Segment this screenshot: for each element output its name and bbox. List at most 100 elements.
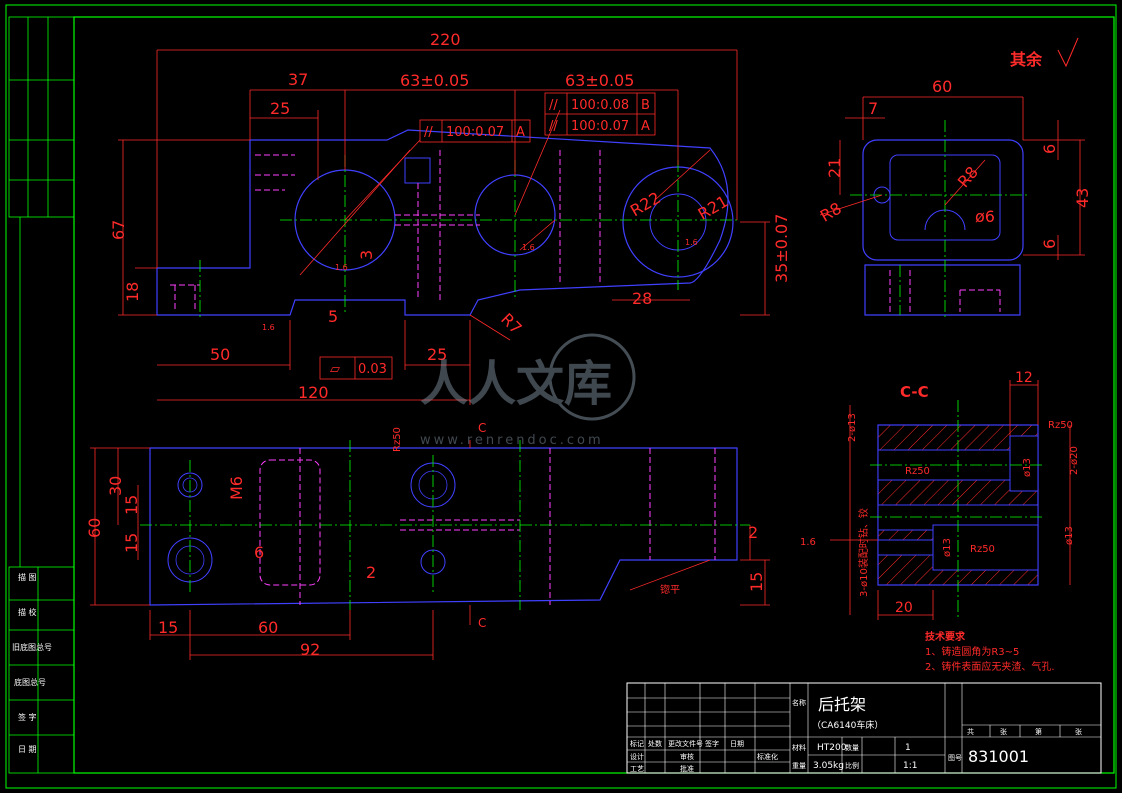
label-date: 日期 <box>730 740 744 748</box>
dim-3: 3 <box>357 250 376 260</box>
watermark: 人人文库 www.renrendoc.com <box>420 333 636 448</box>
label-sheet: 张 <box>1000 727 1007 736</box>
dim-120: 120 <box>298 383 329 402</box>
label-quantity: 数量 <box>845 743 859 752</box>
section-label: C-C <box>900 383 929 401</box>
label-approve: 批准 <box>680 764 694 773</box>
label-rev-mark: 标记 <box>630 739 644 748</box>
top-dim-60b: 60 <box>258 618 278 637</box>
drawing-number: 831001 <box>968 747 1029 766</box>
sec-phi13-c: ø13 <box>942 538 953 557</box>
side-dim-6a: 6 <box>1040 144 1059 154</box>
sec-drill-note: 3-ø10装配时钻、铰 <box>857 508 870 597</box>
top-dim-92: 92 <box>300 640 320 659</box>
side-dim-60: 60 <box>932 77 952 96</box>
sec-rz50-a: Rz50 <box>1048 420 1073 431</box>
margin-label-1: 描 校 <box>18 607 37 617</box>
label-check: 审核 <box>680 752 694 761</box>
tol-frame-4-sym: ▱ <box>330 362 340 377</box>
label-no-side: 图号 <box>948 754 962 762</box>
tol-frame-3-ref: A <box>641 119 650 134</box>
dim-18: 18 <box>123 282 142 302</box>
top-dim-60: 60 <box>85 518 104 538</box>
top-spot-face-note: 锪平 <box>660 583 680 596</box>
side-dim-phi6: ø6 <box>975 207 995 226</box>
side-dim-r8-left: R8 <box>817 199 845 226</box>
label-design: 设计 <box>630 752 644 761</box>
tol-frame-3-sym: // <box>549 119 558 134</box>
top-dim-2b: 2 <box>366 563 376 582</box>
section-cc: C-C 12 20 2-ø13 2-ø20 ø13 ø13 ø13 Rz50 R… <box>800 370 1080 620</box>
margin-label-2: 旧底图总号 <box>12 642 52 652</box>
watermark-brand: 人人文库 <box>420 356 612 412</box>
dim-63-a: 63±0.05 <box>400 71 469 90</box>
tech-requirements: 技术要求 1、铸造圆角为R3~5 2、铸件表面应无夹渣、气孔. <box>925 630 1055 673</box>
drawing-frame <box>73 16 1115 774</box>
top-dim-15a: 15 <box>122 495 141 515</box>
dim-67: 67 <box>109 220 128 240</box>
sec-dim-12: 12 <box>1015 370 1033 386</box>
roughness-front-2: 1.6 <box>335 263 348 272</box>
roughness-note: 其余 <box>1010 50 1043 69</box>
tech-req-item-2: 2、铸件表面应无夹渣、气孔. <box>925 660 1055 673</box>
tech-req-heading: 技术要求 <box>925 630 966 643</box>
side-dim-21: 21 <box>825 158 844 178</box>
label-rev-count: 处数 <box>648 739 662 748</box>
tech-req-item-1: 1、铸造圆角为R3~5 <box>925 645 1019 658</box>
front-view: 220 37 25 63±0.05 63±0.05 67 18 50 120 2… <box>109 30 791 405</box>
dim-35: 35±0.07 <box>772 214 791 283</box>
side-dim-43: 43 <box>1073 188 1092 208</box>
top-dim-30: 30 <box>106 476 125 496</box>
section-mark-top: C <box>478 421 486 435</box>
roughness-front-3: 1.6 <box>522 243 535 252</box>
sec-phi13-a: ø13 <box>1064 526 1075 545</box>
outer-border <box>5 4 1117 789</box>
dim-220: 220 <box>430 30 461 49</box>
label-rev-doc: 更改文件号 <box>668 739 703 748</box>
dim-r7: R7 <box>497 309 525 337</box>
tol-frame-2-ref: B <box>641 98 650 113</box>
margin-label-4: 签 字 <box>18 712 37 722</box>
label-material: 材料 <box>792 743 806 752</box>
label-name-side: 名称 <box>792 698 806 707</box>
scale-value: 1:1 <box>903 761 917 771</box>
sec-rz50-b: Rz50 <box>905 466 930 477</box>
top-dim-6: 6 <box>254 543 264 562</box>
label-weight: 重量 <box>792 762 806 770</box>
dim-63-b: 63±0.05 <box>565 71 634 90</box>
dim-25-bottom: 25 <box>427 345 447 364</box>
label-sheet-no: 第 <box>1035 727 1042 736</box>
label-scale: 比例 <box>845 761 859 770</box>
sec-2-phi13: 2-ø13 <box>847 413 858 442</box>
tol-frame-3-val: 100:0.07 <box>571 119 629 134</box>
label-sheet-total: 共 <box>967 727 974 736</box>
tol-frame-1-ref: A <box>516 125 525 140</box>
tol-frame-1-val: 100:0.07 <box>446 125 504 140</box>
top-dim-2: 2 <box>748 523 758 542</box>
label-process: 工艺 <box>630 765 644 773</box>
dim-37: 37 <box>288 70 308 89</box>
machine-name: （CA6140车床） <box>812 719 883 731</box>
label-signature: 签字 <box>705 739 719 748</box>
title-block: 后托架 （CA6140车床） 831001 HT200 3.05kg 1 1:1… <box>626 682 1102 774</box>
top-rz50-1: Rz50 <box>392 427 403 452</box>
sec-phi13-b: ø13 <box>1022 458 1033 477</box>
tol-frame-1-sym: // <box>424 125 433 140</box>
material-value: HT200 <box>817 743 847 753</box>
label-sheet-2: 张 <box>1075 727 1082 736</box>
top-dim-15d: 15 <box>158 618 178 637</box>
dim-5: 5 <box>328 307 338 326</box>
margin-label-0: 描 图 <box>18 572 37 582</box>
tol-frame-4-val: 0.03 <box>358 362 387 377</box>
sec-dim-20: 20 <box>895 600 913 616</box>
dim-r22: R22 <box>627 188 664 220</box>
side-dim-7: 7 <box>868 99 878 118</box>
top-dim-m6: M6 <box>227 476 246 500</box>
tol-frame-2-sym: // <box>549 98 558 113</box>
side-dim-6b: 6 <box>1040 239 1059 249</box>
dim-50: 50 <box>210 345 230 364</box>
margin-label-5: 日 期 <box>18 745 37 754</box>
top-view: 30 15 15 60 M6 6 2 15 92 60 15 2 Rz50 C … <box>85 421 770 660</box>
roughness-symbol-icon <box>1057 37 1079 68</box>
